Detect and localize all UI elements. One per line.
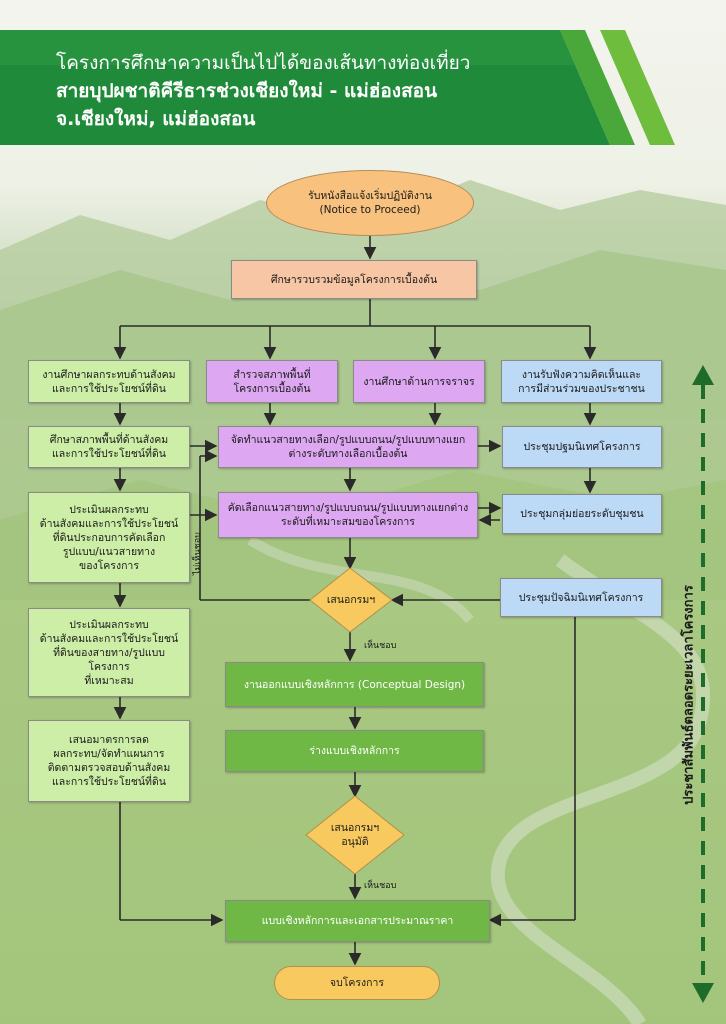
disagree-label: ไม่เห็นชอบ [193,532,203,575]
end-node: จบโครงการ [274,966,440,1000]
orientation-meeting-box: ประชุมปฐมนิเทศโครงการ [502,426,662,468]
header-title-line2: สายบุปผชาติคีรีธารช่วงเชียงใหม่ - แม่ฮ่อ… [56,80,438,102]
agree-label-1: เห็นชอบ [364,641,397,651]
final-meeting-box: ประชุมปัจฉิมนิเทศโครงการ [500,578,662,617]
propose-2-label: เสนอกรมฯ อนุมัติ [330,822,380,848]
propose-1-label: เสนอกรมฯ [326,594,376,606]
final-design-box: แบบเชิงหลักการและเอกสารประมาณราคา [225,900,490,942]
public-hearing-box: งานรับฟังความคิดเห็นและ การมีส่วนร่วมของ… [501,360,662,403]
publicity-side-label: ประชาสัมพันธ์ตลอดระยะเวลาโครงการ [681,585,697,805]
header-title-line3: จ.เชียงใหม่, แม่ฮ่องสอน [56,108,256,130]
side-double-arrow [692,365,714,1003]
assess-impact-2-box: ประเมินผลกระทบ ด้านสังคมและการใช้ประโยชน… [28,608,190,697]
start-node: รับหนังสือแจ้งเริ่มปฏิบัติงาน (Notice to… [266,170,474,236]
select-route-box: คัดเลือกแนวสายทาง/รูปแบบถนน/รูปแบบทางแยก… [218,492,478,538]
propose-diamond [309,567,393,633]
area-study-box: ศึกษาสภาพพื้นที่ด้านสังคม และการใช้ประโย… [28,426,190,468]
collect-data-box: ศึกษารวบรวมข้อมูลโครงการเบื้องต้น [231,260,477,299]
approve-diamond [305,795,405,875]
community-meeting-box: ประชุมกลุ่มย่อยระดับชุมชน [502,494,662,534]
alternatives-box: จัดทำแนวสายทางเลือก/รูปแบบถนน/รูปแบบทางแ… [218,426,478,468]
header-title-line1: โครงการศึกษาความเป็นไปได้ของเส้นทางท่องเ… [56,52,471,74]
header-banner [0,30,675,145]
conceptual-design-box: งานออกแบบเชิงหลักการ (Conceptual Design) [225,662,484,707]
social-study-box: งานศึกษาผลกระทบด้านสังคม และการใช้ประโยช… [28,360,190,403]
agree-label-2: เห็นชอบ [364,881,397,891]
draft-design-box: ร่างแบบเชิงหลักการ [225,730,484,772]
assess-impact-1-box: ประเมินผลกระทบ ด้านสังคมและการใช้ประโยชน… [28,492,190,583]
survey-box: สำรวจสภาพพื้นที่ โครงการเบื้องต้น [206,360,338,403]
traffic-box: งานศึกษาด้านการจราจร [353,360,485,403]
mitigation-box: เสนอมาตรการลด ผลกระทบ/จัดทำแผนการ ติดตาม… [28,720,190,802]
